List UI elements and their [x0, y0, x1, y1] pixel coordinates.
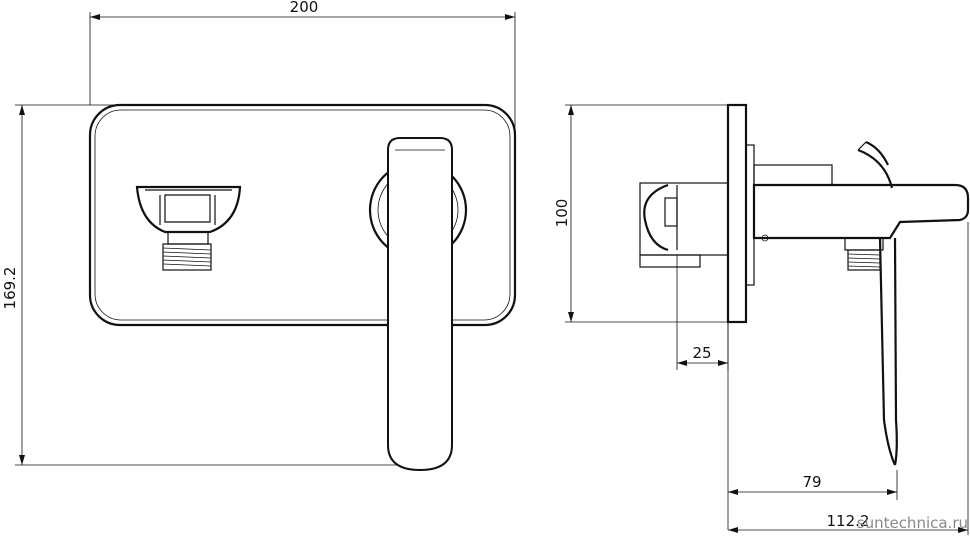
dim-side-height-label: 100: [553, 199, 571, 228]
spout: [752, 164, 970, 271]
dim-side-reach: 79: [727, 322, 898, 530]
outlet-connector: [135, 185, 242, 271]
dim-side-height: 100: [553, 104, 745, 323]
concealed-body: [639, 182, 729, 268]
side-view: 100: [553, 103, 970, 535]
wall-plate-back: [745, 144, 755, 286]
wall-plate: [726, 103, 748, 324]
dim-side-reach-label: 79: [802, 473, 821, 491]
dim-front-height: 169.2: [1, 104, 400, 466]
dim-front-height-label: 169.2: [1, 267, 19, 310]
front-view: 200 169.2: [1, 0, 517, 472]
cover-plate: [88, 103, 517, 327]
watermark: suntechnica.ru: [857, 514, 968, 532]
mixer-lever: [368, 137, 468, 472]
cover-plate-inner: [94, 109, 511, 321]
dim-side-depth-small-label: 25: [692, 344, 711, 362]
dim-side-total: 112.2: [728, 222, 969, 535]
dim-side-total-label: 112.2: [827, 512, 870, 530]
dim-front-width: 200: [89, 0, 516, 130]
dim-side-depth-small: 25: [676, 255, 729, 370]
lever-side: [857, 140, 898, 466]
dim-front-width-label: 200: [290, 0, 319, 16]
